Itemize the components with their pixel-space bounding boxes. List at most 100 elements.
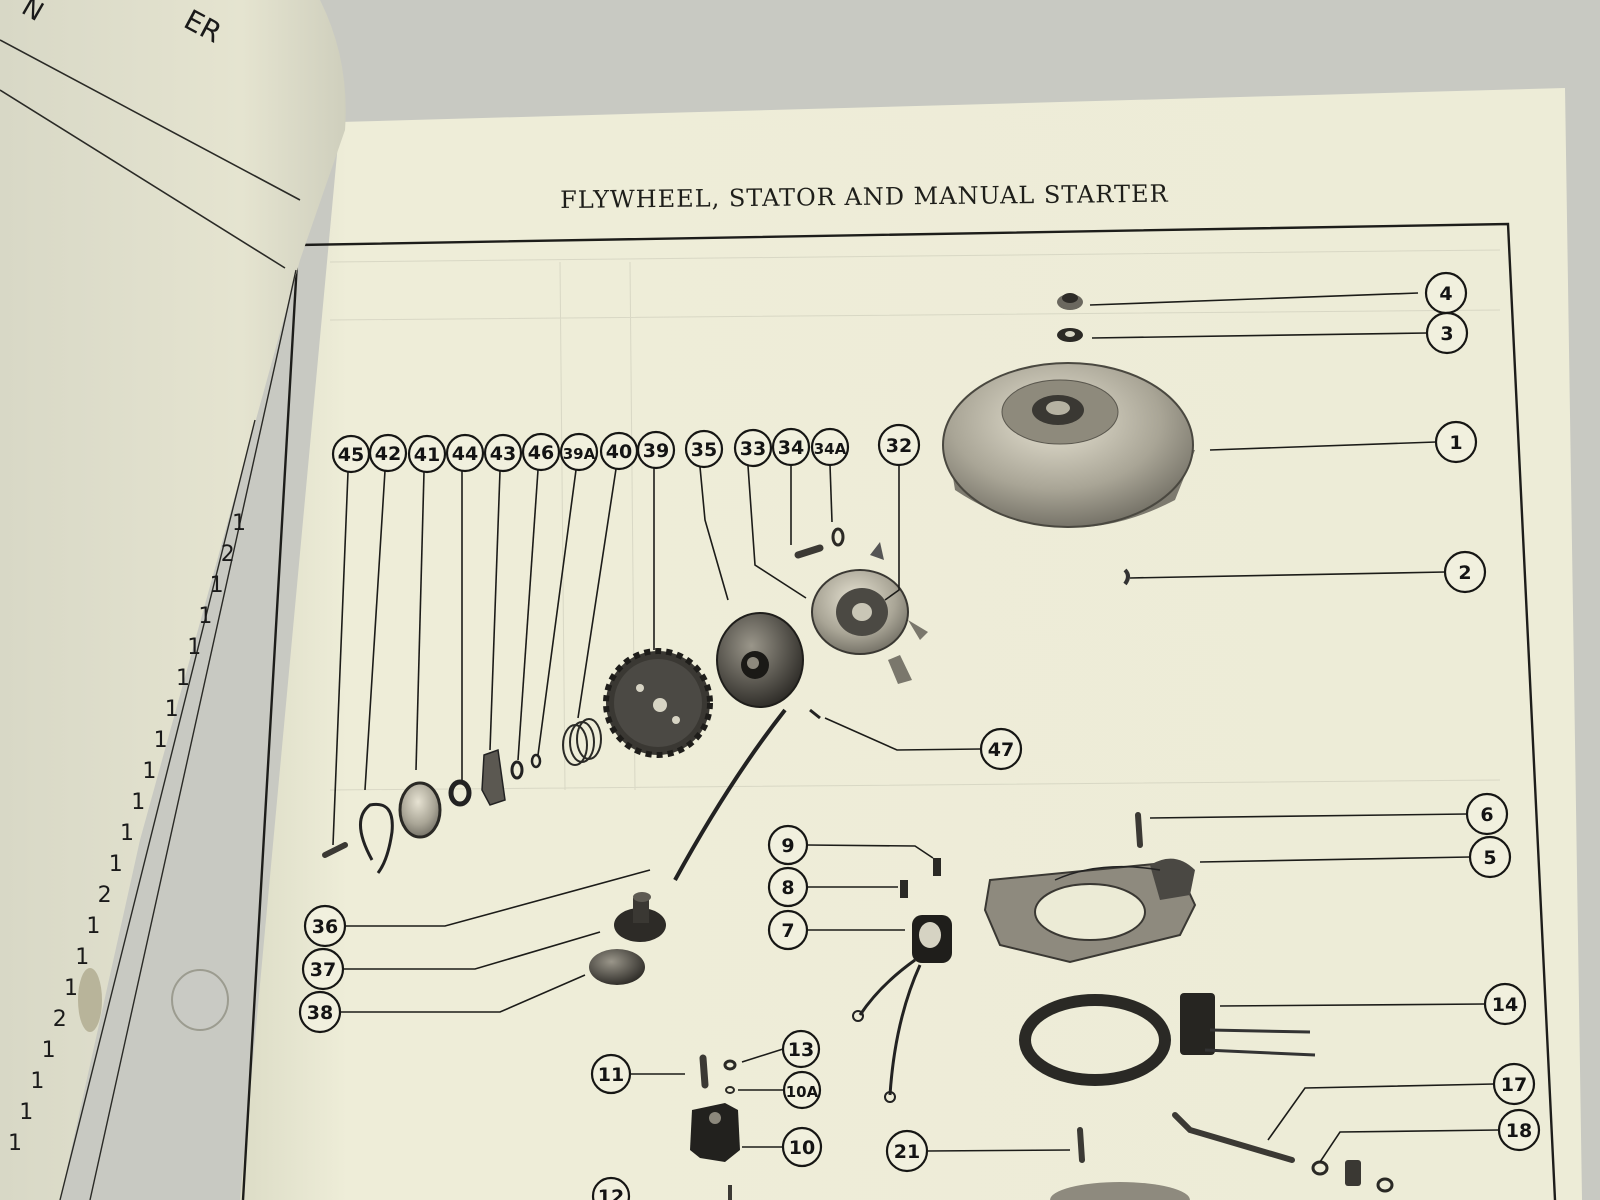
- callout-42: 42: [368, 433, 408, 473]
- quantity-value: 1: [86, 914, 100, 939]
- callout-10: 10: [781, 1126, 823, 1168]
- leader-line-32: [884, 465, 900, 601]
- callout-label: 39: [643, 440, 669, 462]
- leader-line-38: [340, 974, 586, 1013]
- callout-label: 34A: [814, 440, 847, 458]
- callout-circle: [445, 433, 485, 473]
- callout-circle: [684, 429, 724, 469]
- starter-handle-part: [614, 892, 666, 942]
- callout-circle: [407, 434, 447, 474]
- callout-circle: [781, 1029, 821, 1069]
- quantity-value: 1: [42, 1038, 56, 1063]
- diagram-frame: [241, 222, 1557, 1200]
- callout-circle: [733, 428, 773, 468]
- leader-line-37: [343, 931, 601, 970]
- callout-12: 12: [591, 1176, 631, 1200]
- binder-hole-left-page: [78, 968, 102, 1032]
- leader-line-36: [345, 869, 651, 927]
- callout-34a: 34A: [810, 427, 850, 467]
- screw-11-part: [699, 1054, 709, 1089]
- callout-circle: [782, 1070, 822, 1110]
- callout-33: 33: [733, 428, 773, 468]
- partial-housing-part: [1050, 1182, 1190, 1200]
- callout-9: 9: [767, 824, 809, 866]
- callout-label: 12: [598, 1186, 624, 1200]
- callout-label: 14: [1492, 994, 1518, 1016]
- callout-circle: [1497, 1108, 1541, 1152]
- bushing-18-part: [1345, 1160, 1361, 1186]
- callout-label: 42: [375, 443, 401, 465]
- callout-label: 4: [1439, 283, 1452, 305]
- washer-39a-part: [530, 753, 542, 769]
- leader-line-2: [1129, 571, 1446, 579]
- callout-circle: [1425, 311, 1469, 355]
- callout-46: 46: [521, 432, 561, 472]
- callout-38: 38: [298, 990, 342, 1034]
- callout-43: 43: [483, 433, 523, 473]
- leader-line-42: [364, 470, 386, 791]
- leader-line-43: [489, 470, 501, 751]
- callout-1: 1: [1434, 420, 1478, 464]
- quantity-value: 1: [198, 604, 212, 629]
- bleed-through-table: [329, 249, 1501, 791]
- stator-screw-part: [1135, 812, 1143, 848]
- starter-spring-part: [562, 718, 602, 766]
- starter-gear-part: [603, 648, 713, 758]
- callout-circle: [1465, 792, 1509, 836]
- quantity-value: 1: [176, 666, 190, 691]
- callout-39: 39: [636, 430, 676, 470]
- callout-circle: [521, 432, 561, 472]
- leader-line-41: [415, 471, 425, 771]
- leader-line-5: [1199, 856, 1471, 863]
- quantity-value: 2: [98, 883, 112, 908]
- nut-18b-part: [1376, 1177, 1394, 1193]
- washer-46-part: [510, 760, 524, 780]
- flywheel-nut-part: [1057, 293, 1083, 310]
- leader-line-14: [1219, 1003, 1486, 1007]
- left-page: [0, 0, 346, 1200]
- starter-cup-part: [398, 781, 442, 839]
- quantity-value: 1: [187, 635, 201, 660]
- callout-18: 18: [1497, 1108, 1541, 1152]
- leader-line-47: [824, 717, 982, 751]
- callout-circle: [298, 990, 342, 1034]
- callout-35: 35: [684, 429, 724, 469]
- callout-37: 37: [301, 947, 345, 991]
- callout-label: 46: [528, 442, 554, 464]
- callout-2: 2: [1443, 550, 1487, 594]
- leader-line-40: [577, 468, 617, 719]
- callout-circle: [885, 1129, 929, 1173]
- flywheel-part: [942, 362, 1195, 528]
- quantity-value: 1: [165, 697, 179, 722]
- quantity-value: 1: [142, 759, 156, 784]
- starter-pulley-part: [716, 612, 804, 708]
- callout-label: 32: [886, 435, 912, 457]
- washer-10a-part: [725, 1086, 735, 1094]
- starter-screw-washer-part: [831, 527, 845, 547]
- callout-circle: [1468, 835, 1512, 879]
- leader-lines: [332, 292, 1500, 1163]
- quantity-value: 1: [154, 728, 168, 753]
- callout-21: 21: [885, 1129, 929, 1173]
- leader-line-46: [517, 469, 539, 761]
- callout-label: 1: [1449, 432, 1462, 454]
- leader-line-13: [741, 1048, 784, 1063]
- washer-44-part: [448, 779, 472, 807]
- leader-line-18: [1319, 1129, 1500, 1163]
- right-page: [240, 88, 1582, 1200]
- callout-label: 37: [310, 959, 336, 981]
- clip-8-part: [900, 880, 908, 898]
- clip-9-part: [933, 858, 941, 876]
- leader-line-3: [1091, 332, 1428, 339]
- callout-5: 5: [1468, 835, 1512, 879]
- callout-circle: [767, 909, 809, 951]
- leader-line-9: [806, 844, 934, 859]
- callout-circle: [591, 1176, 631, 1200]
- callout-label: 33: [740, 438, 766, 460]
- starter-housing-part: [811, 542, 928, 684]
- callout-circle: [368, 433, 408, 473]
- callout-47: 47: [979, 727, 1023, 771]
- retainer-spring-part: [359, 802, 394, 874]
- callout-label: 39A: [563, 445, 596, 463]
- callout-label: 11: [598, 1064, 624, 1086]
